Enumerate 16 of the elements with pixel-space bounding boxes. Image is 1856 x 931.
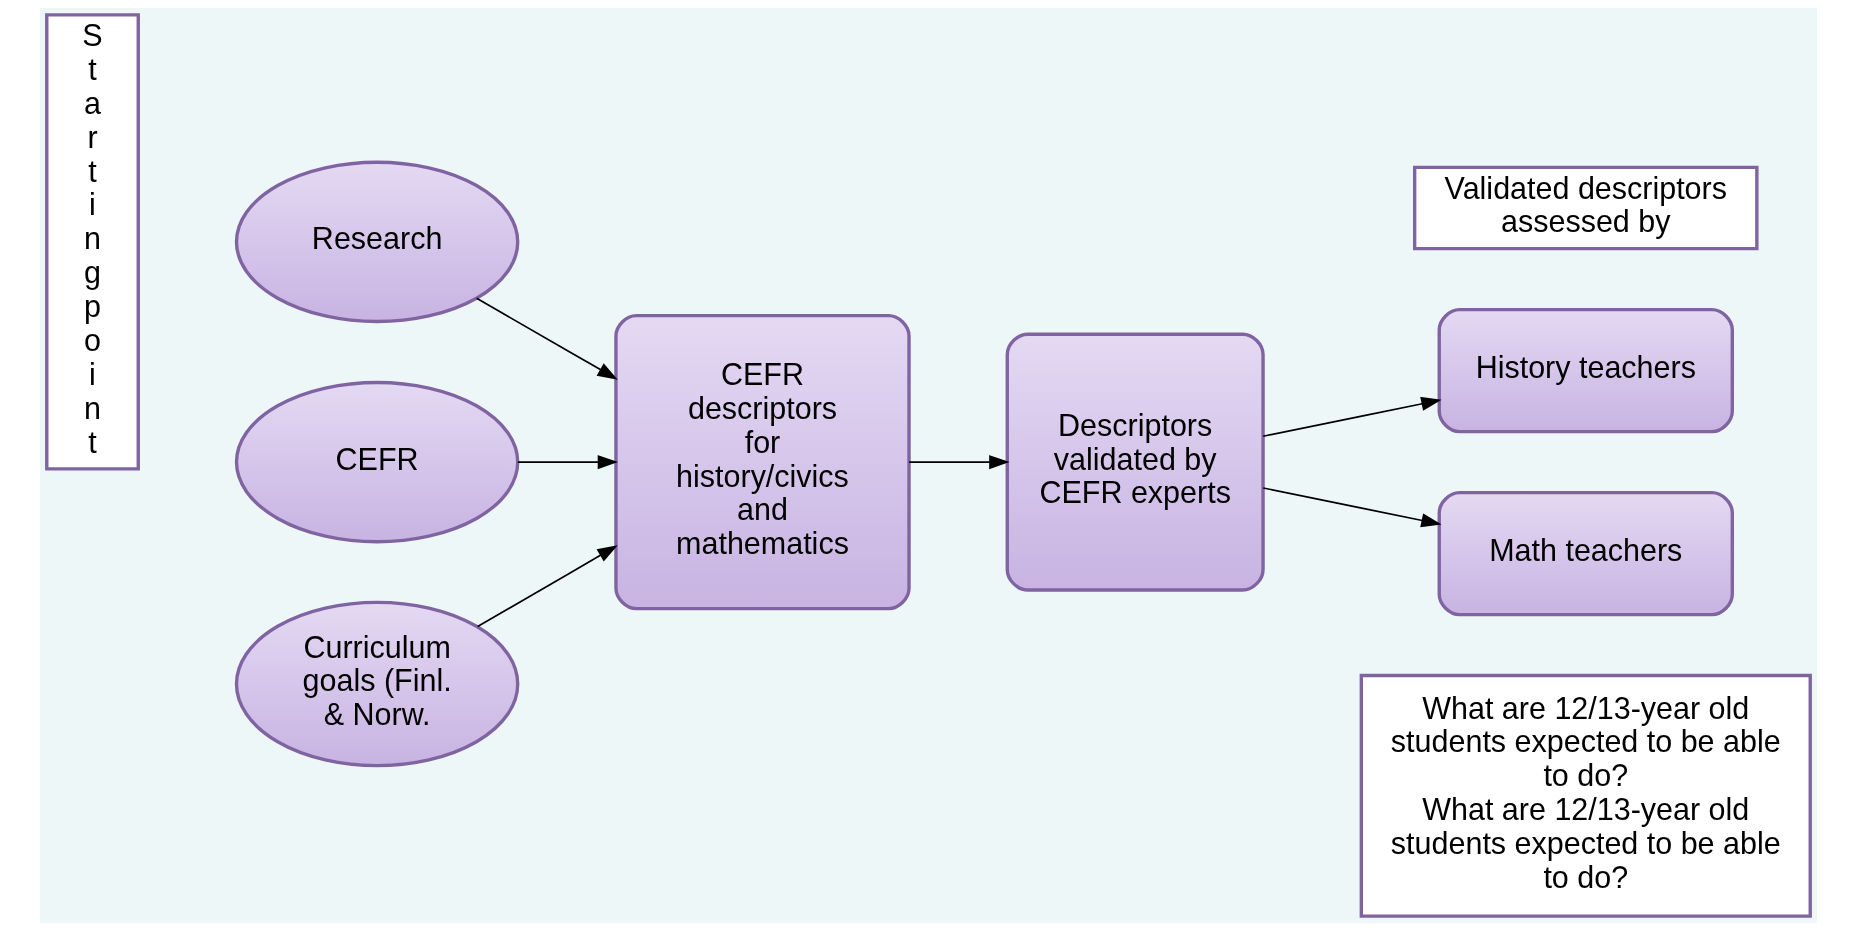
arrow: [475, 297, 618, 380]
arrow: [1261, 396, 1442, 438]
node-box: Startingpoint: [44, 13, 140, 471]
arrow: [476, 545, 618, 628]
node-box: What are 12/13-year old students expected to be able to do? What are 12/13-year old students expected to be able to do?: [1359, 673, 1812, 918]
node-box: Descriptors validated by CEFR experts: [1005, 332, 1265, 592]
node-box: Validated descriptors assessed by: [1412, 165, 1759, 251]
node-ellipse: Research: [234, 160, 519, 324]
node-ellipse: CEFR: [234, 380, 519, 544]
node-box: Math teachers: [1437, 490, 1734, 617]
arrow: [1261, 487, 1442, 528]
node-ellipse: Curriculum goals (Finl. & Norw.: [234, 600, 519, 768]
arrow: [907, 455, 1010, 470]
node-box: History teachers: [1437, 307, 1734, 434]
arrow: [516, 455, 618, 470]
node-box: CEFR descriptors for history/civics and mathematics: [613, 313, 911, 611]
